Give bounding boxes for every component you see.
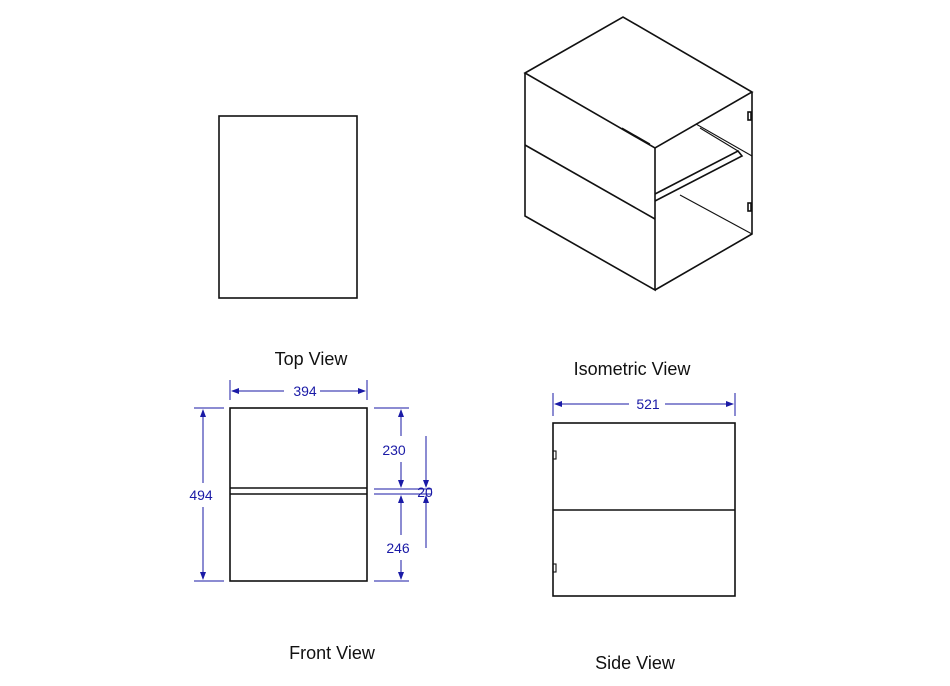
side-view-label: Side View bbox=[595, 653, 676, 673]
front-width-dimension: 394 bbox=[229, 380, 368, 400]
front-height-value: 494 bbox=[189, 487, 213, 503]
lower-height-dimension: 246 bbox=[374, 495, 410, 582]
front-view: 394 494 230 20 bbox=[189, 380, 433, 663]
iso-right-frame bbox=[654, 92, 753, 291]
gap-value: 20 bbox=[417, 484, 433, 500]
side-depth-value: 521 bbox=[636, 396, 660, 412]
front-height-dimension: 494 bbox=[189, 407, 224, 582]
gap-dimension: 20 bbox=[374, 436, 433, 548]
upper-height-dimension: 230 bbox=[374, 407, 432, 490]
upper-height-value: 230 bbox=[382, 442, 406, 458]
iso-shelf bbox=[654, 149, 744, 202]
side-tab-lower bbox=[552, 563, 557, 573]
side-depth-dimension: 521 bbox=[552, 393, 736, 416]
side-tab-upper bbox=[552, 450, 557, 460]
front-view-label: Front View bbox=[289, 643, 376, 663]
front-width-value: 394 bbox=[293, 383, 317, 399]
iso-inner-bottom-edge bbox=[679, 194, 753, 235]
iso-tab-lower bbox=[747, 202, 752, 212]
iso-top-face bbox=[523, 16, 754, 149]
side-view: 521 Side View bbox=[552, 393, 736, 673]
iso-inner-top-edge bbox=[695, 123, 753, 157]
isometric-view-label: Isometric View bbox=[574, 359, 692, 379]
iso-top-mark bbox=[621, 127, 651, 145]
iso-divider-seam bbox=[524, 144, 656, 220]
iso-tab-upper bbox=[747, 111, 752, 121]
lower-height-value: 246 bbox=[386, 540, 410, 556]
top-view-outline bbox=[218, 115, 358, 299]
top-view: Top View bbox=[218, 115, 358, 369]
top-view-label: Top View bbox=[275, 349, 349, 369]
isometric-view: Isometric View bbox=[523, 16, 754, 379]
iso-shelf-back bbox=[699, 127, 739, 152]
